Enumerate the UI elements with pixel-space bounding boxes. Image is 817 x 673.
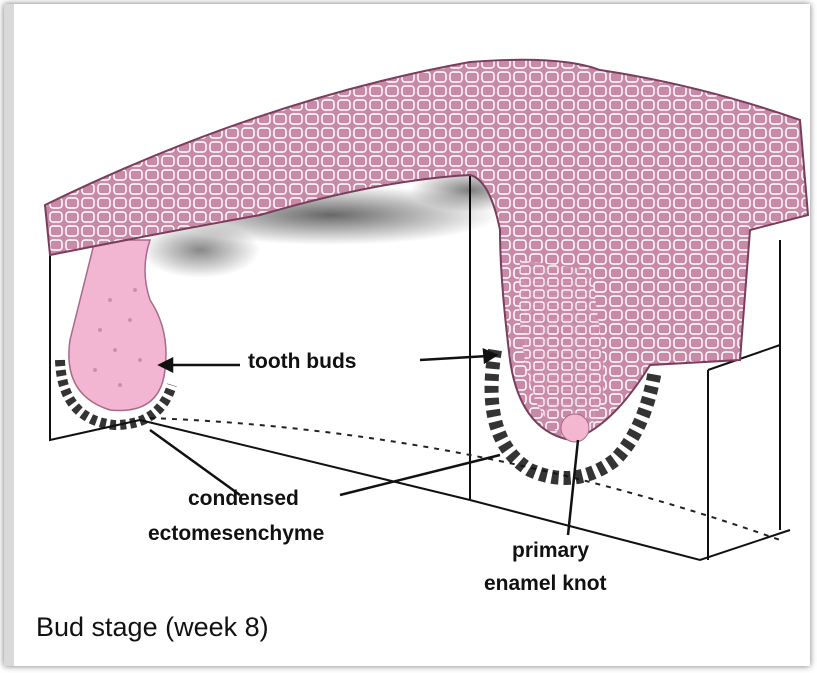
label-primary: primary [512,539,589,562]
primary-enamel-knot [561,414,589,442]
label-ectomesenchyme: ectomesenchyme [148,522,324,545]
label-condensed: condensed [188,487,299,510]
label-tooth-buds: tooth buds [248,350,356,373]
figure-caption: Bud stage (week 8) [36,612,269,643]
label-enamel-knot: enamel knot [484,572,607,595]
